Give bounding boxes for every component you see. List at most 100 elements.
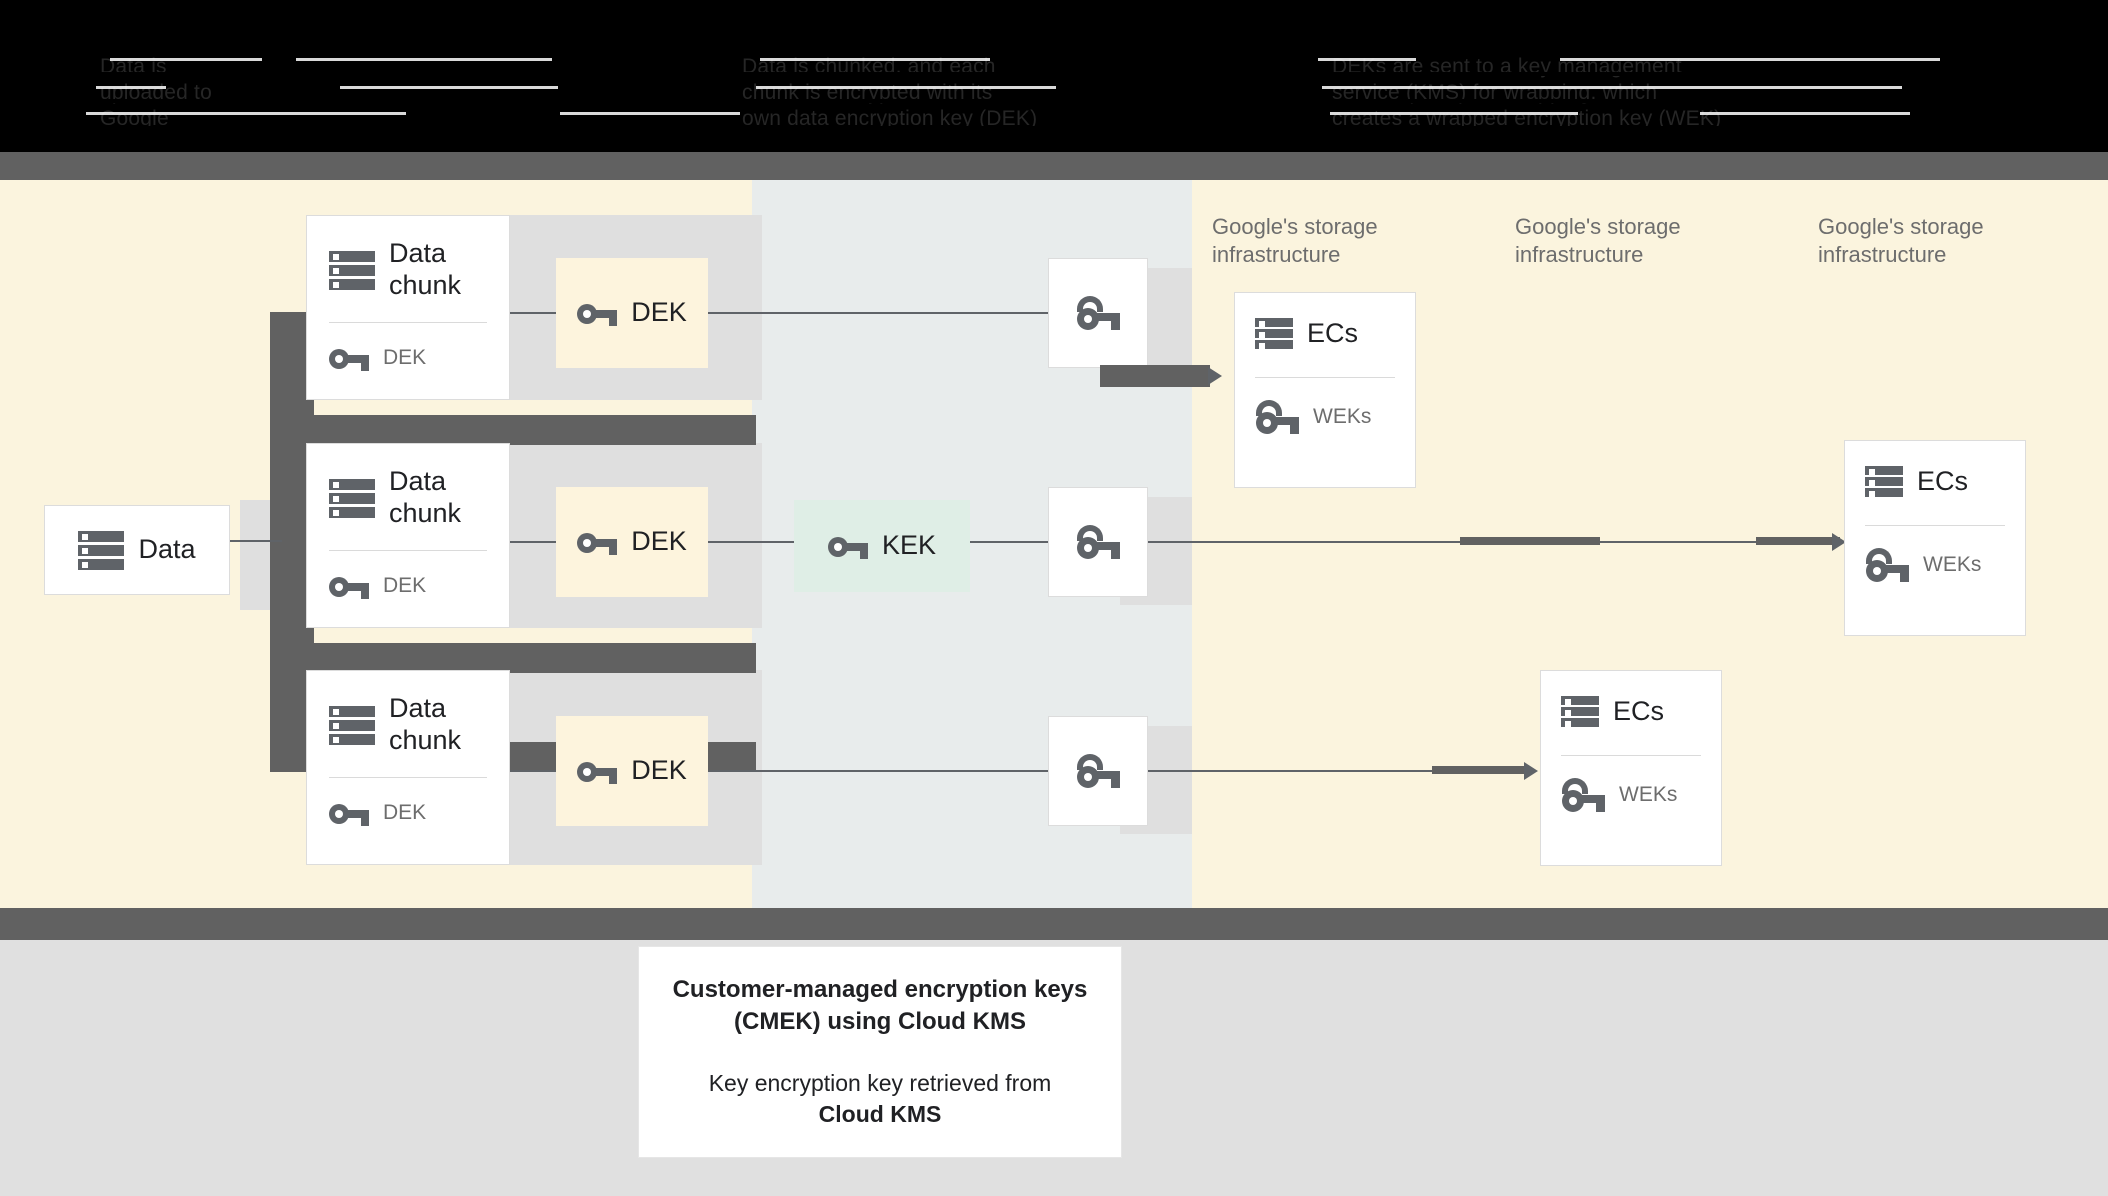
redaction-line bbox=[340, 86, 558, 89]
card-divider bbox=[329, 776, 487, 778]
redaction-line bbox=[0, 126, 2108, 130]
connector-chunk-dek bbox=[510, 770, 556, 772]
redaction-line bbox=[1322, 86, 1902, 89]
redaction-line bbox=[1700, 112, 1910, 115]
arrowhead-icon bbox=[1208, 367, 1222, 385]
arrowhead-icon bbox=[1832, 533, 1846, 551]
redaction-line bbox=[296, 58, 552, 61]
wek-box[interactable] bbox=[1048, 258, 1148, 368]
header-text-0: Data is uploaded to Google bbox=[100, 55, 212, 130]
chunk-title: Data chunk bbox=[389, 693, 462, 755]
dek-row: DEK bbox=[577, 297, 687, 329]
arrow-wek-ecs-2-thick bbox=[1460, 537, 1600, 545]
arrow-wek-ecs-3-thick bbox=[1432, 766, 1530, 774]
connector-dek-wek bbox=[708, 312, 1056, 314]
data-chunk-card[interactable]: Data chunk DEK bbox=[306, 215, 510, 400]
ecs-key-label: WEKs bbox=[1923, 553, 1982, 576]
header-text-1: Data is chunked, and each chunk is encry… bbox=[742, 55, 1038, 130]
caption-body-bold: Cloud KMS bbox=[818, 1101, 942, 1128]
wrapped-key-icon bbox=[1865, 548, 1909, 582]
redaction-line bbox=[756, 86, 1056, 89]
redaction-line bbox=[110, 58, 262, 61]
ecs-key-row: WEKs bbox=[1255, 400, 1395, 434]
card-divider bbox=[329, 549, 487, 551]
wek-box[interactable] bbox=[1048, 716, 1148, 826]
ecs-key-label: WEKs bbox=[1313, 405, 1372, 428]
caption-body-prefix: Key encryption key retrieved from bbox=[708, 1070, 1052, 1097]
chunk-key-row: DEK bbox=[329, 573, 487, 599]
redaction-line bbox=[1330, 112, 1578, 115]
arrow-wek-ecs-3 bbox=[1148, 770, 1536, 772]
ecs-card[interactable]: ECs WEKs bbox=[1540, 670, 1722, 866]
header-text-2: DEKs are sent to a key management servic… bbox=[1332, 55, 1722, 130]
arrow-wek-ecs-1 bbox=[1100, 365, 1210, 387]
ecs-key-row: WEKs bbox=[1865, 548, 2005, 582]
ecs-title: ECs bbox=[1917, 466, 1969, 497]
storage-stack-icon bbox=[329, 702, 375, 748]
key-icon bbox=[577, 758, 618, 784]
chunk-title-row: Data chunk bbox=[329, 693, 487, 757]
dek-box[interactable]: DEK bbox=[556, 487, 708, 597]
kek-row: KEK bbox=[827, 530, 936, 562]
ecs-title: ECs bbox=[1613, 696, 1665, 727]
chunk-key-row: DEK bbox=[329, 345, 487, 371]
wrapped-key-icon bbox=[1076, 754, 1120, 788]
header-divider-band bbox=[0, 152, 2108, 180]
chunk-key-label: DEK bbox=[383, 800, 427, 824]
dek-label: DEK bbox=[631, 526, 687, 557]
kek-box[interactable]: KEK bbox=[794, 500, 970, 592]
key-icon bbox=[329, 345, 369, 371]
ecs-title-row: ECs bbox=[1255, 315, 1395, 353]
header-strip: Data is uploaded to Google Data is chunk… bbox=[0, 0, 2108, 175]
dek-box[interactable]: DEK bbox=[556, 716, 708, 826]
ecs-key-label: WEKs bbox=[1619, 783, 1678, 806]
caption-box: Customer-managed encryption keys (CMEK) … bbox=[638, 946, 1122, 1158]
ecs-title-row: ECs bbox=[1561, 693, 1701, 731]
chunk-key-row: DEK bbox=[329, 800, 487, 826]
storage-stack-icon bbox=[1255, 315, 1293, 353]
data-chunk-card[interactable]: Data chunk DEK bbox=[306, 670, 510, 865]
key-icon bbox=[577, 300, 618, 326]
key-icon bbox=[577, 529, 618, 555]
data-card-row: Data bbox=[78, 527, 196, 573]
ecs-key-row: WEKs bbox=[1561, 778, 1701, 812]
storage-infra-label: Google's storage infrastructure bbox=[1212, 214, 1378, 267]
key-icon bbox=[329, 800, 369, 826]
chunk-title: Data chunk bbox=[389, 466, 462, 528]
wrapped-key-icon bbox=[1561, 778, 1605, 812]
wek-box[interactable] bbox=[1048, 487, 1148, 597]
wrapped-key-icon bbox=[1255, 400, 1299, 434]
connector-chunk-dek bbox=[510, 541, 556, 543]
data-card-label: Data bbox=[138, 534, 196, 565]
redaction-line bbox=[560, 112, 740, 115]
storage-stack-icon bbox=[78, 527, 125, 573]
wrapped-key-icon bbox=[1076, 525, 1120, 559]
storage-infra-label: Google's storage infrastructure bbox=[1818, 214, 1984, 267]
chunk-key-label: DEK bbox=[383, 345, 427, 369]
redaction-line bbox=[760, 58, 990, 61]
ecs-card[interactable]: ECs WEKs bbox=[1844, 440, 2026, 636]
arrow-wek-ecs-2-thick bbox=[1756, 537, 1840, 545]
dek-label: DEK bbox=[631, 755, 687, 786]
redaction-line bbox=[1318, 58, 1416, 61]
redaction-line bbox=[0, 72, 2108, 76]
dek-box[interactable]: DEK bbox=[556, 258, 708, 368]
fanout-branch bbox=[270, 415, 756, 445]
fanout-branch bbox=[270, 643, 756, 673]
card-divider bbox=[1255, 377, 1395, 378]
ecs-card[interactable]: ECs WEKs bbox=[1234, 292, 1416, 488]
storage-stack-icon bbox=[329, 475, 375, 521]
redaction-line bbox=[1560, 58, 1940, 61]
wrapped-key-icon bbox=[1076, 296, 1120, 330]
arrowhead-icon bbox=[1524, 762, 1538, 780]
footer-divider-band bbox=[0, 908, 2108, 940]
chunk-key-label: DEK bbox=[383, 573, 427, 597]
chunk-title-row: Data chunk bbox=[329, 466, 487, 530]
header-blackout-top bbox=[0, 0, 2108, 48]
dek-row: DEK bbox=[577, 755, 687, 787]
data-card[interactable]: Data bbox=[44, 505, 230, 595]
redaction-line bbox=[0, 99, 2108, 103]
data-chunk-card[interactable]: Data chunk DEK bbox=[306, 443, 510, 628]
card-divider bbox=[329, 321, 487, 323]
